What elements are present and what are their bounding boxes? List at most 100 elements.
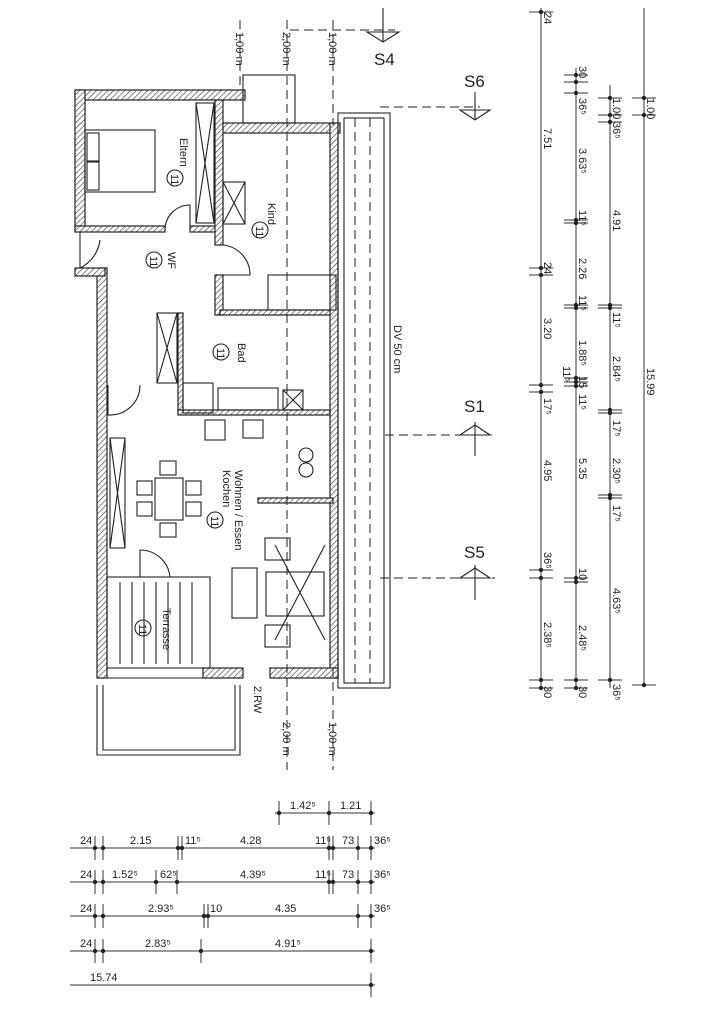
dimension-label: 11⁵	[576, 295, 588, 311]
dimension-label: 4.39⁵	[240, 869, 266, 881]
dimension-label: 2.30⁵	[610, 458, 622, 484]
dimension-label: 17⁵	[610, 505, 622, 522]
dimension-dot	[179, 845, 185, 851]
room-number: 11	[208, 516, 220, 527]
dimension-label: 1.42⁵	[290, 800, 316, 812]
dimension-label: 2.38⁵	[541, 622, 553, 648]
dimension-dot	[607, 495, 613, 501]
dimension-dot	[607, 119, 613, 125]
offset-label: 2.RW	[251, 686, 263, 714]
dimension-dot	[201, 913, 207, 919]
dimension-label: 24	[80, 869, 92, 881]
dimension-label: 36⁵	[576, 98, 588, 115]
dimension-label: 2.84⁵	[610, 356, 622, 382]
dimension-dot	[174, 879, 180, 885]
dimension-label: 36⁵	[541, 552, 553, 569]
dimension-label: 24	[541, 262, 553, 274]
dimension-dot	[92, 879, 98, 885]
dimension-label: 10	[576, 568, 588, 580]
dimension-label: 11⁵	[576, 210, 588, 226]
room-labels: Eltern 11 Kind 11 WF 11 Bad 11 Wohnen / …	[134, 138, 277, 650]
dimension-dot	[100, 913, 106, 919]
dimension-dot	[368, 810, 374, 816]
dimension-dot	[205, 913, 211, 919]
dimension-label: 11⁵	[610, 312, 622, 328]
dimension-dot	[92, 845, 98, 851]
dimension-dot	[538, 272, 544, 278]
dimension-dot	[538, 9, 544, 15]
dimension-dot	[153, 879, 159, 885]
dimension-label: 36⁵	[374, 835, 391, 847]
offset-label: 1,00 m	[326, 32, 338, 66]
dimension-dot	[368, 948, 374, 954]
dimension-label: 30	[576, 66, 588, 78]
dimension-label: 15	[576, 376, 588, 388]
terrace	[96, 576, 241, 756]
room-name-wohnen-essen: Wohnen / Essen	[232, 470, 244, 551]
dimension-label: 4.91⁵	[275, 938, 301, 950]
dimension-label: 4.91	[610, 210, 622, 231]
dimension-label: 3.20	[541, 318, 553, 339]
dimension-dot	[92, 913, 98, 919]
room-number: 11	[214, 348, 226, 359]
dimension-label: 2.48⁵	[576, 625, 588, 651]
offset-label: 1,00 m	[233, 32, 245, 66]
dimension-dot	[368, 879, 374, 885]
dimension-label: 17⁵	[541, 398, 553, 415]
dimension-dot	[355, 913, 361, 919]
balcony-strip	[337, 112, 391, 689]
dimension-dot	[538, 677, 544, 683]
dimension-dot	[607, 112, 613, 118]
dimension-label: 7.51	[541, 128, 553, 149]
doors	[79, 204, 251, 578]
dimension-label: 1.21	[340, 800, 361, 812]
dimension-label: 36⁵	[610, 684, 622, 701]
dimension-dot	[573, 375, 579, 381]
offset-label: 2,00 m	[280, 722, 292, 756]
dimension-label: 17⁵	[610, 420, 622, 437]
dimension-label: 24	[80, 903, 92, 915]
dimension-dot	[355, 845, 361, 851]
dimension-label: 10	[210, 903, 222, 915]
dimension-label: 36⁵	[374, 869, 391, 881]
dimension-label: 11⁵	[185, 835, 201, 847]
offset-label: 1,00 m	[326, 722, 338, 756]
dimension-dot	[175, 845, 181, 851]
dimension-dot	[573, 383, 579, 389]
balcony-label: DV 50 cm	[391, 325, 403, 373]
room-name-terrasse: Terrasse	[160, 608, 172, 650]
dimension-dot	[573, 685, 579, 691]
dimension-dot	[276, 810, 282, 816]
dimension-dot	[573, 677, 579, 683]
offset-label: 2,00 m	[280, 32, 292, 66]
dimension-label: 4.28	[240, 835, 261, 847]
dimension-label: 15.99	[644, 368, 656, 396]
dimension-label: 5.35	[576, 458, 588, 479]
dimension-label: 2.15	[130, 835, 151, 847]
dimension-dot	[330, 879, 336, 885]
dimension-dot	[538, 685, 544, 691]
dimension-dot	[538, 389, 544, 395]
dimension-dot	[538, 382, 544, 388]
dimension-dot	[607, 305, 613, 311]
dimension-dot	[538, 575, 544, 581]
dimension-label: 30	[576, 686, 588, 698]
walls	[74, 74, 341, 679]
room-number: 11	[136, 624, 148, 635]
dimension-label: 3.63⁵	[576, 148, 588, 174]
room-name-kind: Kind	[265, 203, 277, 225]
dimension-label: 15.74	[90, 972, 118, 984]
dimension-dot	[573, 220, 579, 226]
dimension-dot	[368, 845, 374, 851]
dimension-dot	[573, 305, 579, 311]
dimension-dot	[326, 879, 332, 885]
dimension-label: 11⁵	[576, 394, 588, 410]
dimension-dot	[100, 948, 106, 954]
dimension-dot	[573, 90, 579, 96]
dimension-label: 11⁵	[315, 835, 331, 847]
room-name-kochen: Kochen	[220, 470, 232, 507]
dimension-dot	[641, 95, 647, 101]
room-number: 11	[253, 226, 265, 237]
dimension-dot	[198, 948, 204, 954]
